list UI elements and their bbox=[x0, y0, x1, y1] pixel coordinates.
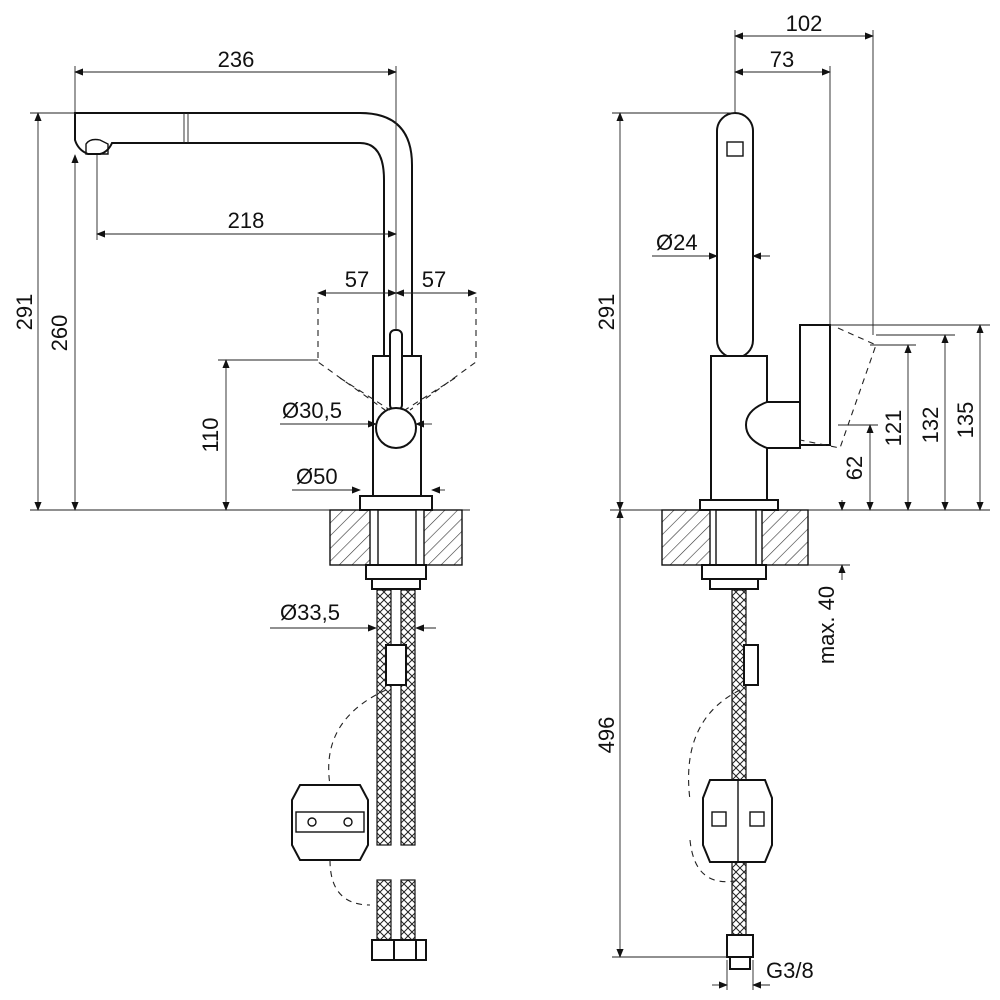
side-spout bbox=[716, 112, 754, 359]
side-base bbox=[699, 499, 779, 511]
front-lever bbox=[389, 329, 403, 411]
front-spout bbox=[74, 112, 413, 357]
front-dim-base-dia: Ø50 bbox=[296, 464, 338, 489]
front-fitting-left bbox=[371, 939, 395, 961]
side-dim-102: 102 bbox=[786, 11, 823, 36]
side-dim-thread: G3/8 bbox=[766, 958, 814, 983]
front-dim-110: 110 bbox=[198, 417, 223, 452]
aerator bbox=[85, 138, 109, 155]
side-dim-291: 291 bbox=[594, 294, 619, 331]
side-dim-62: 62 bbox=[842, 456, 867, 480]
front-hose-left bbox=[376, 589, 392, 846]
side-dim-132: 132 bbox=[918, 407, 943, 444]
side-hose bbox=[731, 589, 747, 936]
front-dim-291: 291 bbox=[12, 294, 37, 331]
side-dim-73: 73 bbox=[770, 47, 794, 72]
front-dim-218: 218 bbox=[228, 208, 265, 233]
front-dim-57-right: 57 bbox=[422, 267, 446, 292]
side-dim-121: 121 bbox=[881, 410, 906, 447]
front-dim-236: 236 bbox=[218, 47, 255, 72]
side-fitting bbox=[726, 934, 754, 958]
side-nut bbox=[701, 564, 767, 580]
front-fitting-right bbox=[393, 939, 417, 961]
side-view: 102 73 Ø24 291 135 132 121 62 max. bbox=[594, 11, 990, 990]
side-dim-135: 135 bbox=[953, 402, 978, 439]
side-lever bbox=[799, 324, 831, 446]
front-dim-57-left: 57 bbox=[345, 267, 369, 292]
front-dim-handle-dia: Ø30,5 bbox=[282, 398, 342, 423]
front-dim-260: 260 bbox=[47, 315, 72, 352]
side-dim-496: 496 bbox=[594, 717, 619, 754]
front-hose-right bbox=[400, 589, 416, 846]
front-base bbox=[359, 495, 433, 511]
front-handle-cap bbox=[375, 407, 417, 449]
front-dim-shank-dia: Ø33,5 bbox=[280, 600, 340, 625]
front-view: 236 218 57 57 291 260 110 Ø30,5 Ø50 bbox=[12, 47, 477, 961]
side-lever-hub bbox=[744, 401, 801, 449]
front-counterweight bbox=[291, 784, 369, 861]
side-dim-spout-dia: Ø24 bbox=[656, 230, 698, 255]
side-dim-max40: max. 40 bbox=[814, 586, 839, 664]
front-hose-coupling bbox=[385, 644, 407, 686]
front-nut bbox=[365, 564, 427, 580]
